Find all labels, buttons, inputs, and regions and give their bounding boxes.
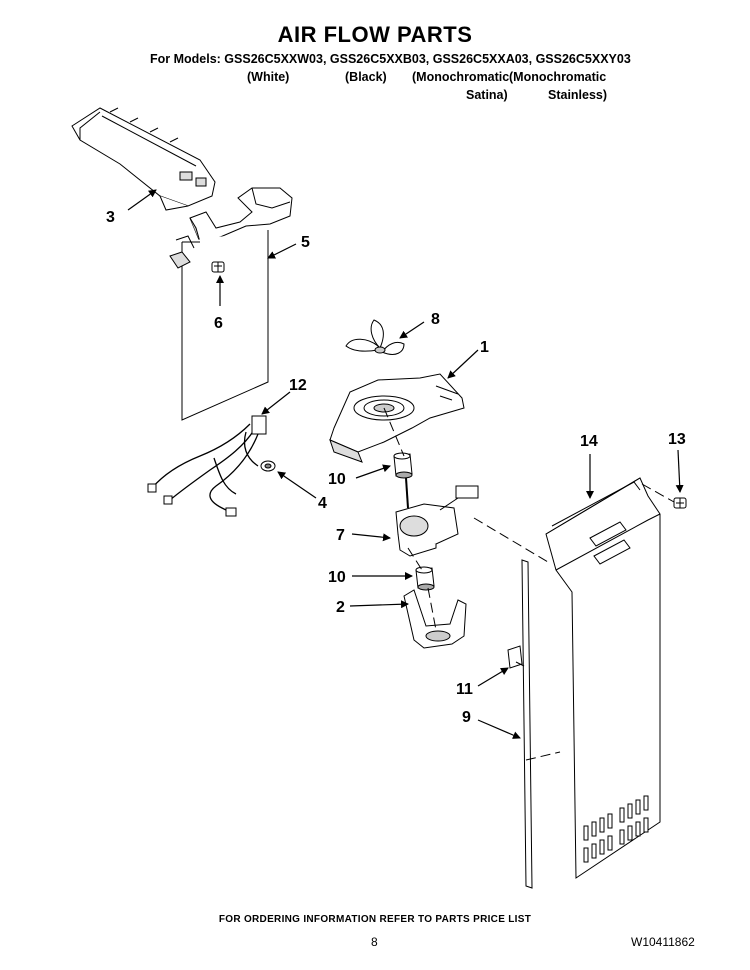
callout-5: 5 bbox=[301, 234, 310, 251]
part-evaporator-cover bbox=[545, 477, 661, 879]
callout-2: 2 bbox=[336, 599, 345, 616]
variant-white: (White) bbox=[247, 70, 290, 84]
document-number: W10411862 bbox=[631, 935, 695, 949]
callout-13: 13 bbox=[668, 431, 686, 448]
callout-4: 4 bbox=[318, 495, 327, 512]
ordering-info-footer: FOR ORDERING INFORMATION REFER TO PARTS … bbox=[218, 914, 532, 925]
part-damper-duct bbox=[169, 187, 293, 421]
callout-7: 7 bbox=[336, 527, 345, 544]
callout-12: 12 bbox=[289, 377, 307, 394]
part-fan-blade bbox=[345, 319, 405, 355]
callout-3: 3 bbox=[106, 209, 115, 226]
callout-6: 6 bbox=[214, 315, 223, 332]
page-number: 8 bbox=[371, 935, 378, 949]
part-fan-motor bbox=[395, 477, 479, 557]
callout-10-upper: 10 bbox=[328, 471, 346, 488]
models-line: For Models: GSS26C5XXW03, GSS26C5XXB03, … bbox=[150, 52, 631, 66]
callout-8: 8 bbox=[431, 311, 440, 328]
variant-mono-satina-line2: Satina) bbox=[466, 88, 508, 102]
part-clip bbox=[507, 645, 525, 669]
part-grommet bbox=[260, 460, 276, 472]
variant-mono-satina-line1: (Monochromatic bbox=[412, 70, 510, 84]
part-air-duct-tray bbox=[71, 107, 216, 211]
variant-black: (Black) bbox=[345, 70, 387, 84]
part-vertical-strip bbox=[521, 559, 533, 889]
part-wire-harness bbox=[147, 415, 267, 517]
part-mount-10-upper bbox=[393, 452, 413, 479]
part-screw-6 bbox=[211, 261, 225, 273]
variant-mono-stainless-line2: Stainless) bbox=[548, 88, 608, 102]
callout-9: 9 bbox=[462, 709, 471, 726]
callout-11: 11 bbox=[456, 681, 473, 698]
callout-14: 14 bbox=[580, 433, 598, 450]
part-motor-bracket bbox=[403, 589, 467, 649]
variant-mono-stainless-line1: (Monochromatic bbox=[509, 70, 607, 84]
assembly-lines bbox=[383, 407, 675, 761]
callout-10-lower: 10 bbox=[328, 569, 346, 586]
part-fan-shroud bbox=[329, 373, 465, 463]
leader-arrows bbox=[127, 189, 684, 739]
page-title: AIR FLOW PARTS bbox=[277, 22, 473, 47]
part-mount-10-lower bbox=[415, 566, 435, 591]
part-screw-13 bbox=[673, 497, 687, 509]
callout-1: 1 bbox=[480, 339, 489, 356]
